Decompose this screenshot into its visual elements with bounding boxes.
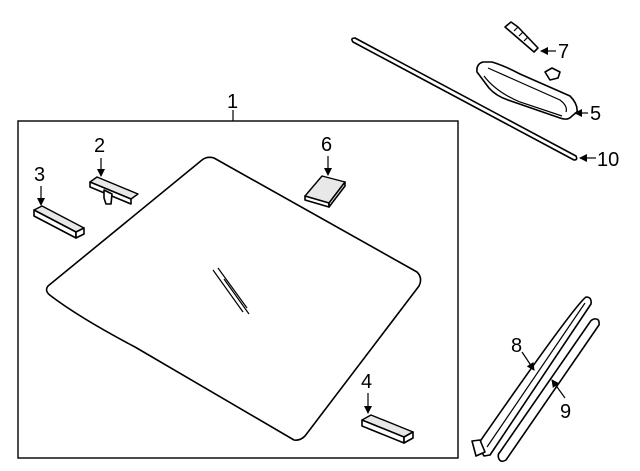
part-10-molding — [351, 37, 578, 161]
part-9-pillar-molding — [497, 318, 600, 463]
callout-8-leader — [521, 351, 535, 371]
callout-3: 3 — [34, 164, 45, 186]
callout-7: 7 — [558, 41, 569, 63]
part-8-pillar-strip — [471, 296, 592, 457]
callout-6: 6 — [321, 134, 332, 156]
callout-9-leader — [551, 379, 566, 399]
callout-2: 2 — [94, 135, 105, 157]
part-2-bracket — [89, 176, 139, 205]
part-3-pad — [33, 205, 85, 239]
callout-8: 8 — [511, 335, 522, 357]
windshield-glass — [45, 156, 422, 441]
callout-10: 10 — [597, 149, 619, 171]
callout-4: 4 — [361, 371, 372, 393]
callout-9: 9 — [560, 401, 571, 423]
part-7-connector — [504, 21, 539, 53]
assembly-box — [17, 120, 459, 459]
callout-1: 1 — [227, 91, 238, 113]
part-6-sensor — [304, 175, 346, 208]
callout-5: 5 — [590, 103, 601, 125]
part-4-pad — [361, 414, 414, 444]
part-5-mirror — [476, 61, 578, 120]
